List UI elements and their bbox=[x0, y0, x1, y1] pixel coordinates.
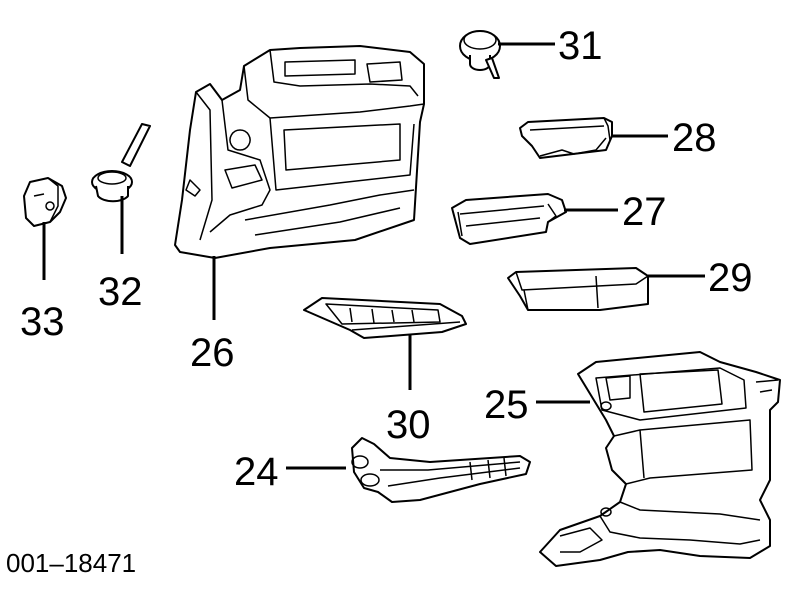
part-30-core bbox=[303, 297, 467, 339]
part-32-grommet-stud bbox=[91, 123, 151, 203]
callout-32: 32 bbox=[98, 270, 143, 314]
callout-25: 25 bbox=[484, 383, 529, 427]
callouts: 31 28 27 29 30 26 32 33 25 24 bbox=[20, 24, 753, 494]
document-number: 001–18471 bbox=[6, 548, 136, 578]
part-24-tubes bbox=[351, 437, 531, 503]
callout-28: 28 bbox=[672, 116, 717, 160]
part-25-housing bbox=[539, 351, 781, 567]
part-26-heater-housing bbox=[174, 45, 425, 259]
part-27-door bbox=[451, 193, 567, 245]
callout-33: 33 bbox=[20, 300, 65, 344]
part-29-door bbox=[507, 267, 649, 311]
callout-29: 29 bbox=[708, 256, 753, 300]
callout-24: 24 bbox=[234, 450, 279, 494]
part-31-grommet bbox=[459, 30, 501, 79]
leader-lines bbox=[42, 42, 705, 470]
callout-31: 31 bbox=[558, 24, 603, 68]
callout-30: 30 bbox=[386, 403, 431, 447]
part-28-door bbox=[519, 117, 613, 159]
callout-26: 26 bbox=[190, 331, 235, 375]
part-33-clip bbox=[23, 177, 67, 227]
callout-27: 27 bbox=[622, 190, 667, 234]
